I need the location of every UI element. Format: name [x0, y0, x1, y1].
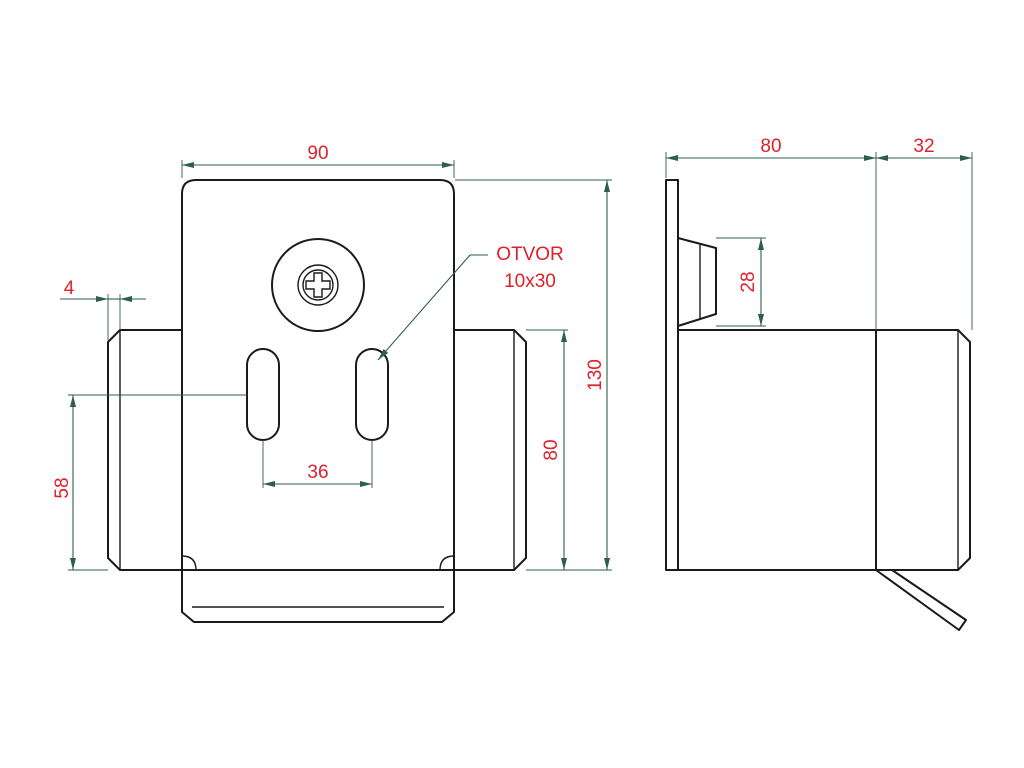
- bend-arc-right: [439, 555, 455, 571]
- side-dimensions: 80 32 28: [665, 136, 973, 330]
- front-view: [107, 179, 527, 623]
- bottom-lip: [181, 569, 455, 623]
- dim-flange-height: 80: [541, 439, 562, 460]
- dim-side-length: 80: [760, 136, 781, 157]
- side-bent-strip: [875, 569, 967, 631]
- dim-front-width: 90: [307, 143, 328, 164]
- screw-head-ring: [302, 269, 334, 301]
- side-clamp-block: [677, 237, 717, 327]
- right-flange: [453, 329, 527, 571]
- dim-hole-height: 58: [52, 477, 73, 498]
- left-flange: [107, 329, 183, 571]
- side-extension: [875, 329, 971, 571]
- dim-block-height: 28: [738, 271, 759, 292]
- main-plate: [181, 179, 455, 571]
- dim-front-height: 130: [585, 359, 606, 391]
- side-body: [677, 329, 877, 571]
- screw-head-inner: [297, 264, 339, 306]
- side-back-plate: [665, 179, 679, 571]
- screw-head-outer: [271, 238, 365, 332]
- dim-side-extension: 32: [913, 136, 934, 157]
- front-dimensions: 90 130 80 36 58 4 OTVOR 10x30: [52, 143, 612, 571]
- dim-hole-spacing: 36: [307, 462, 328, 483]
- note-leader: [377, 254, 471, 361]
- note-line1: OTVOR: [496, 244, 564, 265]
- cross-recess-icon: [305, 272, 331, 298]
- note-line2: 10x30: [504, 271, 556, 292]
- bend-arc-left: [181, 555, 197, 571]
- dim-flange-thickness: 4: [64, 278, 75, 299]
- side-view: [665, 179, 971, 631]
